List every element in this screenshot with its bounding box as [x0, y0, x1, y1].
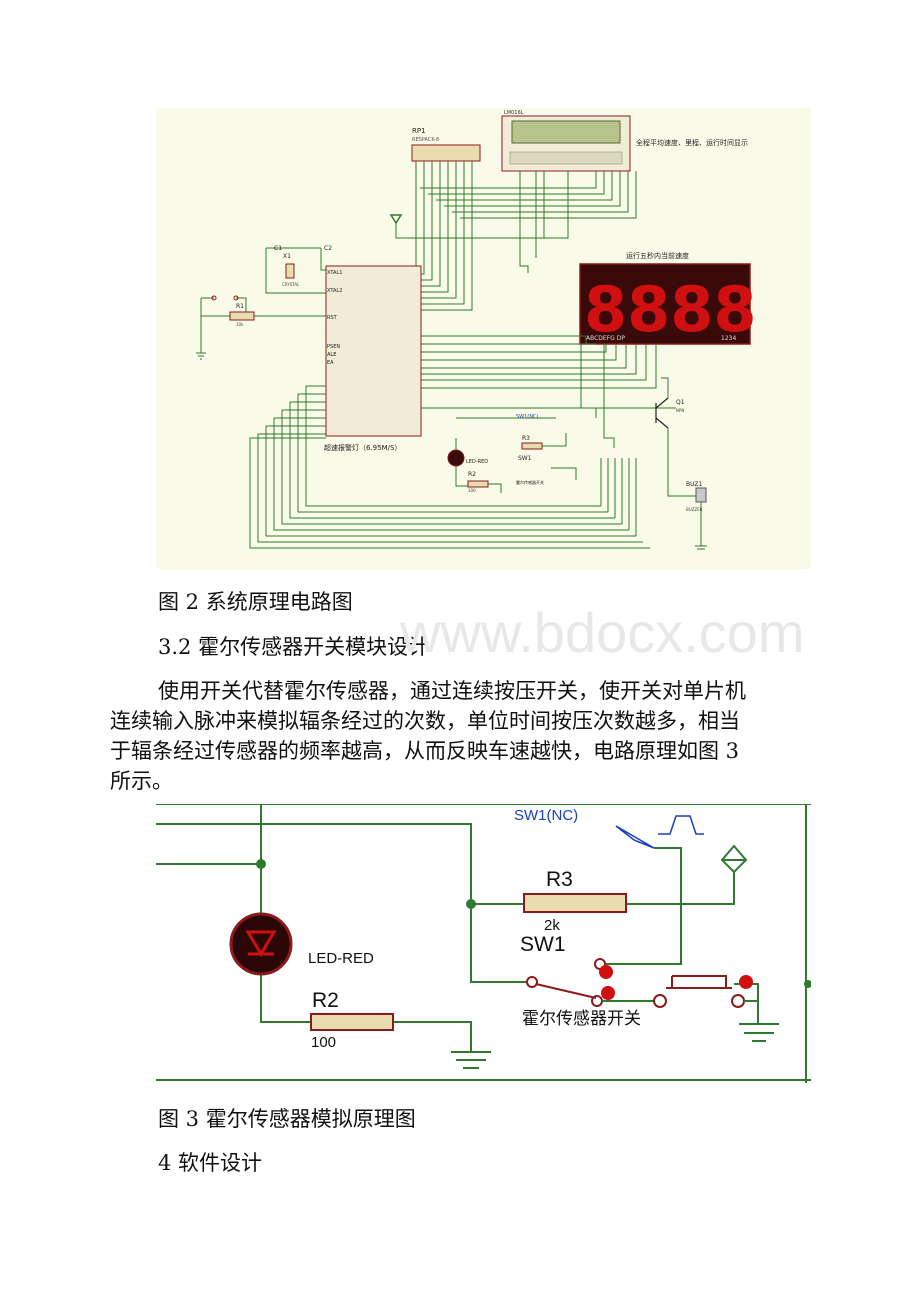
- power-terminal-icon: [389, 214, 403, 225]
- junction-dot: [466, 899, 476, 909]
- probe-icon: [615, 825, 655, 849]
- segment-digits: 8888: [584, 273, 757, 346]
- junction-dot: [804, 980, 811, 988]
- mini-sw1-nc-label: SW1(NC): [516, 414, 538, 420]
- watermark: www.bdocx.com: [400, 601, 805, 664]
- r2-value-label: 100: [311, 1034, 336, 1051]
- data-bus-wires: [395, 161, 676, 448]
- pulse-waveform-icon: [658, 815, 704, 835]
- pin-marker-icon: [601, 986, 615, 1000]
- paragraph-line: 所示。: [110, 769, 173, 793]
- resistor-pack-rp1: RP1 RESPACK-8: [411, 127, 481, 162]
- xtal2-label: XTAL2: [327, 288, 342, 294]
- section-heading-3-2: 3.2 霍尔传感器开关模块设计: [158, 635, 430, 659]
- seven-segment-display: 运行五秒内当前速度 8888 ABCDEFG DP 1234: [579, 251, 757, 346]
- lcd-name-label: LM016L: [504, 110, 524, 116]
- mini-led-label: LED-RED: [466, 459, 488, 465]
- c2-label: C2: [324, 245, 332, 252]
- ale-label: ALE: [327, 352, 336, 358]
- hall-switch-label: 霍尔传感器开关: [522, 1009, 641, 1028]
- led-red-icon: [229, 912, 293, 976]
- figure3-caption: 图 3 霍尔传感器模拟原理图: [158, 1107, 416, 1131]
- mini-sw1-label: SW1: [518, 455, 532, 462]
- switch-contact: [653, 994, 667, 1008]
- mcu-caption-label: 超速报警灯（6.95M/S）: [324, 443, 401, 452]
- lcd-display: LM016L 全程平均速度、里程、运行时间显示: [501, 110, 748, 172]
- junction-dot: [256, 859, 266, 869]
- psen-label: PSEN: [327, 344, 340, 350]
- rp1-label: RP1: [412, 127, 426, 135]
- xtal1-label: XTAL1: [327, 270, 342, 276]
- seg-title-label: 运行五秒内当前速度: [626, 251, 689, 260]
- rp1-sub-label: RESPACK-8: [412, 137, 439, 143]
- q1-label: Q1: [676, 399, 685, 406]
- pin-marker-icon: [599, 965, 613, 979]
- mini-r2-label: R2: [468, 471, 476, 478]
- r3-value-label: 2k: [544, 917, 560, 934]
- paragraph-line: 使用开关代替霍尔传感器，通过连续按压开关，使开关对单片机: [158, 679, 746, 703]
- mini-r3-label: R3: [522, 435, 530, 442]
- r2-label: R2: [312, 989, 339, 1012]
- ground-icon: [739, 1023, 779, 1042]
- seg-pins-right: 1234: [721, 335, 736, 342]
- mini-hall-switch-circuit: LED-RED R2 100 SW1(NC) R3 SW1 霍尔传感器开关: [447, 414, 577, 493]
- oscillator-wires: [200, 247, 326, 353]
- port1-wires: [249, 385, 650, 549]
- buzzer-label: BUZZER: [686, 507, 703, 512]
- r2-resistor: [310, 1013, 394, 1031]
- switch-lever: [535, 983, 597, 999]
- c1-label: C1: [274, 245, 282, 252]
- x1-label: X1: [283, 253, 291, 260]
- r3-resistor: [523, 893, 627, 913]
- hall-sensor-schematic-figure: SW1(NC) R3 2k SW1 霍尔传感器开关 LED-RED R2 100: [156, 804, 811, 1083]
- switch-contact: [731, 994, 745, 1008]
- transistor-buzzer: Q1 NPN BUZ1 BUZZER: [655, 377, 707, 550]
- sw1-nc-label: SW1(NC): [514, 807, 578, 824]
- paragraph-line: 于辐条经过传感器的频率越高，从而反映车速越快，电路原理如图 3: [110, 739, 740, 763]
- switch-contact: [526, 976, 538, 988]
- power-arrow-icon: [720, 844, 748, 874]
- section-heading-4: 4 软件设计: [158, 1151, 263, 1175]
- system-schematic-figure: RP1 RESPACK-8 LM016L 全程平均速度、里程、运行时间显示 运行…: [156, 108, 811, 569]
- paragraph-line: 连续输入脉冲来模拟辐条经过的次数，单位时间按压次数越多，相当: [110, 709, 740, 733]
- ea-label: EA: [327, 360, 334, 366]
- npn-label: NPN: [676, 408, 684, 413]
- pushbutton-icon: [666, 975, 732, 989]
- rst-label: RST: [327, 315, 338, 321]
- mini-r2-value: 100: [468, 488, 476, 493]
- seg-pins-left: ABCDEFG DP: [586, 335, 625, 342]
- figure2-caption: 图 2 系统原理电路图: [158, 590, 353, 614]
- buz1-label: BUZ1: [686, 481, 703, 488]
- crystal-label: CRYSTAL: [282, 282, 300, 287]
- diode-symbol-icon: [245, 930, 277, 957]
- sw1-label: SW1: [520, 933, 566, 956]
- mcu-chip: XTAL1 XTAL2 RST PSEN ALE EA 超速报警灯（6.95M/…: [324, 265, 422, 452]
- r3-label: R3: [546, 868, 573, 891]
- mini-hall-switch-label: 霍尔传感器开关: [516, 479, 544, 485]
- pin-marker-icon: [739, 975, 753, 989]
- r1-value-label: 10k: [236, 322, 244, 327]
- r1-label: R1: [236, 303, 244, 310]
- ground-icon: [451, 1051, 491, 1069]
- led-red-label: LED-RED: [308, 950, 374, 967]
- lcd-note-label: 全程平均速度、里程、运行时间显示: [636, 138, 748, 147]
- oscillator-components: C1 C2 X1 CRYSTAL R1 10k: [196, 245, 332, 360]
- body-paragraph: 使用开关代替霍尔传感器，通过连续按压开关，使开关对单片机 连续输入脉冲来模拟辐条…: [110, 676, 810, 796]
